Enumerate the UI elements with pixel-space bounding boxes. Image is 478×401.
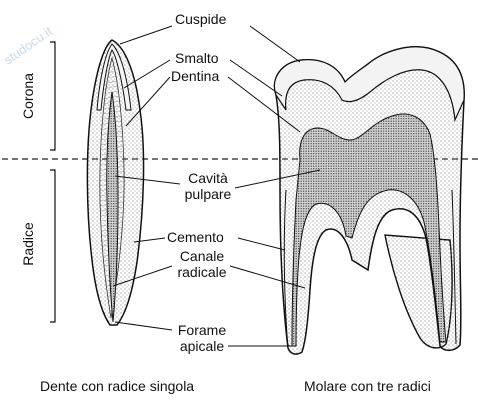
label-cavita-line2: pulpare <box>180 186 236 202</box>
crown-label: Corona <box>20 66 36 126</box>
caption-single-root: Dente con radice singola <box>40 378 194 394</box>
label-cavita-pulpare: Cavità pulpare <box>180 170 236 202</box>
root-label: Radice <box>20 214 36 274</box>
forame-leader-left <box>115 322 172 330</box>
molar-tooth <box>274 47 464 354</box>
region-brackets <box>50 42 55 322</box>
single-root-tooth <box>87 40 143 325</box>
crown-bracket <box>50 42 55 150</box>
label-forame-apicale: Forame apicale <box>172 322 232 354</box>
label-forame-line1: Forame <box>172 322 232 338</box>
label-smalto: Smalto <box>175 50 219 66</box>
label-cuspide: Cuspide <box>175 11 226 27</box>
label-canale-radicale: Canale radicale <box>170 248 234 280</box>
cemento-leader-right <box>238 238 285 250</box>
root-bracket <box>50 170 55 322</box>
smalto-leader-right <box>230 60 282 96</box>
label-dentina: Dentina <box>171 68 219 84</box>
label-canale-line2: radicale <box>170 264 234 280</box>
cuspide-leader-right <box>250 26 300 62</box>
cuspide-leader-left <box>120 26 172 44</box>
caption-molar: Molare con tre radici <box>304 378 431 394</box>
label-cavita-line1: Cavità <box>180 170 236 186</box>
label-canale-line1: Canale <box>170 248 234 264</box>
label-forame-line2: apicale <box>172 338 232 354</box>
label-cemento: Cemento <box>167 229 224 245</box>
